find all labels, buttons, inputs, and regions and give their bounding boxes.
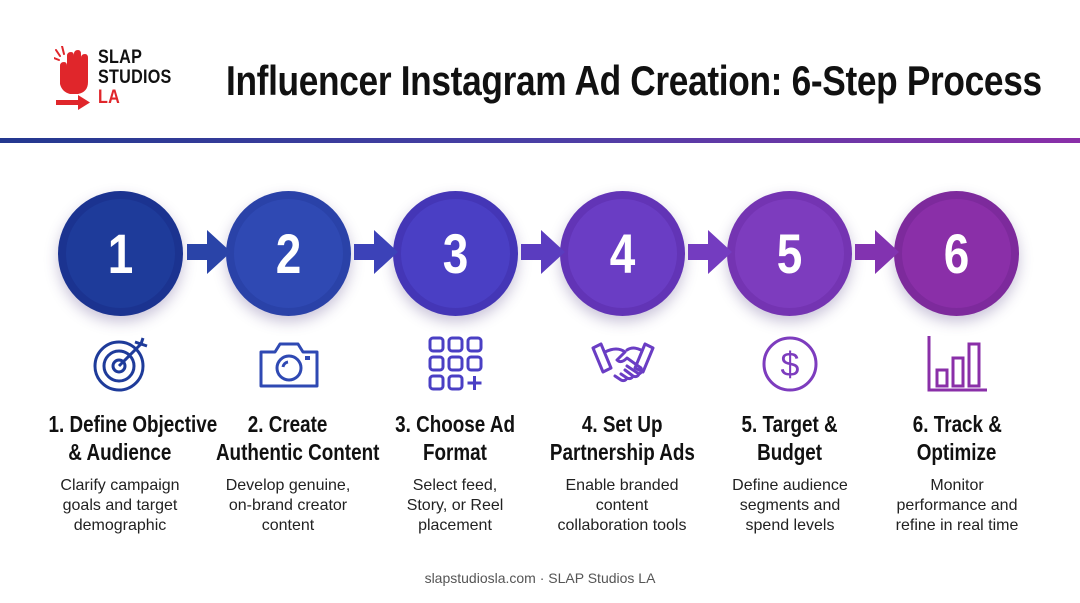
arrow-right-icon (187, 230, 231, 274)
step-5-desc-line-3: spend levels (745, 517, 835, 534)
camera-icon (259, 342, 319, 388)
step-4-title-line-1: 4. Set Up (581, 411, 663, 437)
step-1-desc-line-1: Clarify campaign (60, 477, 180, 494)
step-1-description: Clarify campaign goals and target demogr… (30, 476, 210, 536)
step-3-desc-line-3: placement (418, 517, 492, 534)
step-1-title-line-1: 1. Define Objective (48, 411, 218, 437)
step-5-desc-line-2: segments and (739, 497, 841, 514)
step-2-desc-line-1: Develop genuine, (225, 477, 351, 494)
arrow-right-icon (855, 230, 899, 274)
step-6-title: 6. Track & Optimize (867, 410, 1047, 466)
step-2-description: Develop genuine, on-brand creator conten… (198, 476, 378, 536)
logo-line-1: SLAP (98, 47, 143, 68)
step-2-desc-line-2: on-brand creator (228, 497, 348, 514)
step-3-number: 3 (442, 222, 469, 285)
bar-chart-icon (927, 336, 987, 392)
logo-wordmark: SLAP STUDIOS LA (98, 48, 172, 108)
step-4-desc-line-2: content (595, 497, 649, 514)
logo-line-2: STUDIOS (98, 67, 172, 88)
step-4-number: 4 (609, 222, 636, 285)
footer-credit: slapstudiosla.com · SLAP Studios LA (424, 570, 656, 586)
handshake-icon (591, 342, 655, 383)
step-1-number: 1 (107, 222, 134, 285)
step-5-title: 5. Target & Budget (700, 410, 880, 466)
step-1-desc-line-2: goals and target (62, 497, 178, 514)
grid-plus-icon (428, 336, 483, 391)
step-6-circle: 6 (894, 191, 1019, 316)
step-5-title-line-2: Budget (757, 439, 823, 465)
step-4-circle: 4 (560, 191, 685, 316)
brand-logo: SLAP STUDIOS LA (54, 46, 194, 116)
step-2-number: 2 (275, 222, 302, 285)
step-5-number: 5 (776, 222, 803, 285)
step-3-desc-line-1: Select feed, (412, 477, 498, 494)
step-3-title-line-1: 3. Choose Ad (395, 411, 515, 437)
step-2-circle: 2 (226, 191, 351, 316)
arrow-right-icon (521, 230, 565, 274)
step-4-title: 4. Set Up Partnership Ads (532, 410, 712, 466)
logo-line-3: LA (98, 87, 121, 108)
step-5-desc-line-1: Define audience (732, 477, 848, 494)
header-divider (0, 138, 1080, 143)
page-title: Influencer Instagram Ad Creation: 6-Step… (226, 57, 1042, 104)
step-6-desc-line-2: performance and (896, 497, 1018, 514)
target-icon (93, 337, 148, 392)
step-2-title-line-2: Authentic Content (215, 439, 380, 465)
step-6-desc-line-1: Monitor (930, 477, 984, 494)
step-3-title: 3. Choose Ad Format (365, 410, 545, 466)
step-6-title-line-1: 6. Track & (912, 411, 1002, 437)
step-1-title: 1. Define Objective & Audience (30, 410, 218, 466)
step-3-circle: 3 (393, 191, 518, 316)
step-4-desc-line-3: collaboration tools (557, 517, 687, 534)
arrow-right-icon (354, 230, 398, 274)
step-5-description: Define audience segments and spend level… (700, 476, 880, 536)
step-6-number: 6 (943, 222, 970, 285)
step-6-desc-line-3: refine in real time (895, 517, 1019, 534)
svg-text:$: $ (781, 346, 800, 384)
step-3-desc-line-2: Story, or Reel (406, 497, 504, 514)
step-2-title: 2. Create Authentic Content (198, 410, 380, 466)
step-4-description: Enable branded content collaboration too… (532, 476, 712, 536)
step-3-title-line-2: Format (423, 439, 487, 465)
step-1-circle: 1 (58, 191, 183, 316)
step-4-title-line-2: Partnership Ads (549, 439, 695, 465)
hand-slap-icon (54, 46, 90, 110)
step-5-circle: 5 (727, 191, 852, 316)
step-1-title-line-2: & Audience (68, 439, 172, 465)
step-6-title-line-2: Optimize (917, 439, 997, 465)
step-4-desc-line-1: Enable branded (565, 477, 679, 494)
step-1-desc-line-3: demographic (73, 517, 167, 534)
arrow-right-icon (688, 230, 732, 274)
step-2-title-line-1: 2. Create (248, 411, 328, 437)
step-5-title-line-1: 5. Target & (741, 411, 839, 437)
dollar-icon: $ (762, 336, 818, 392)
step-3-description: Select feed, Story, or Reel placement (365, 476, 545, 536)
step-6-description: Monitor performance and refine in real t… (867, 476, 1047, 536)
step-2-desc-line-3: content (261, 517, 315, 534)
